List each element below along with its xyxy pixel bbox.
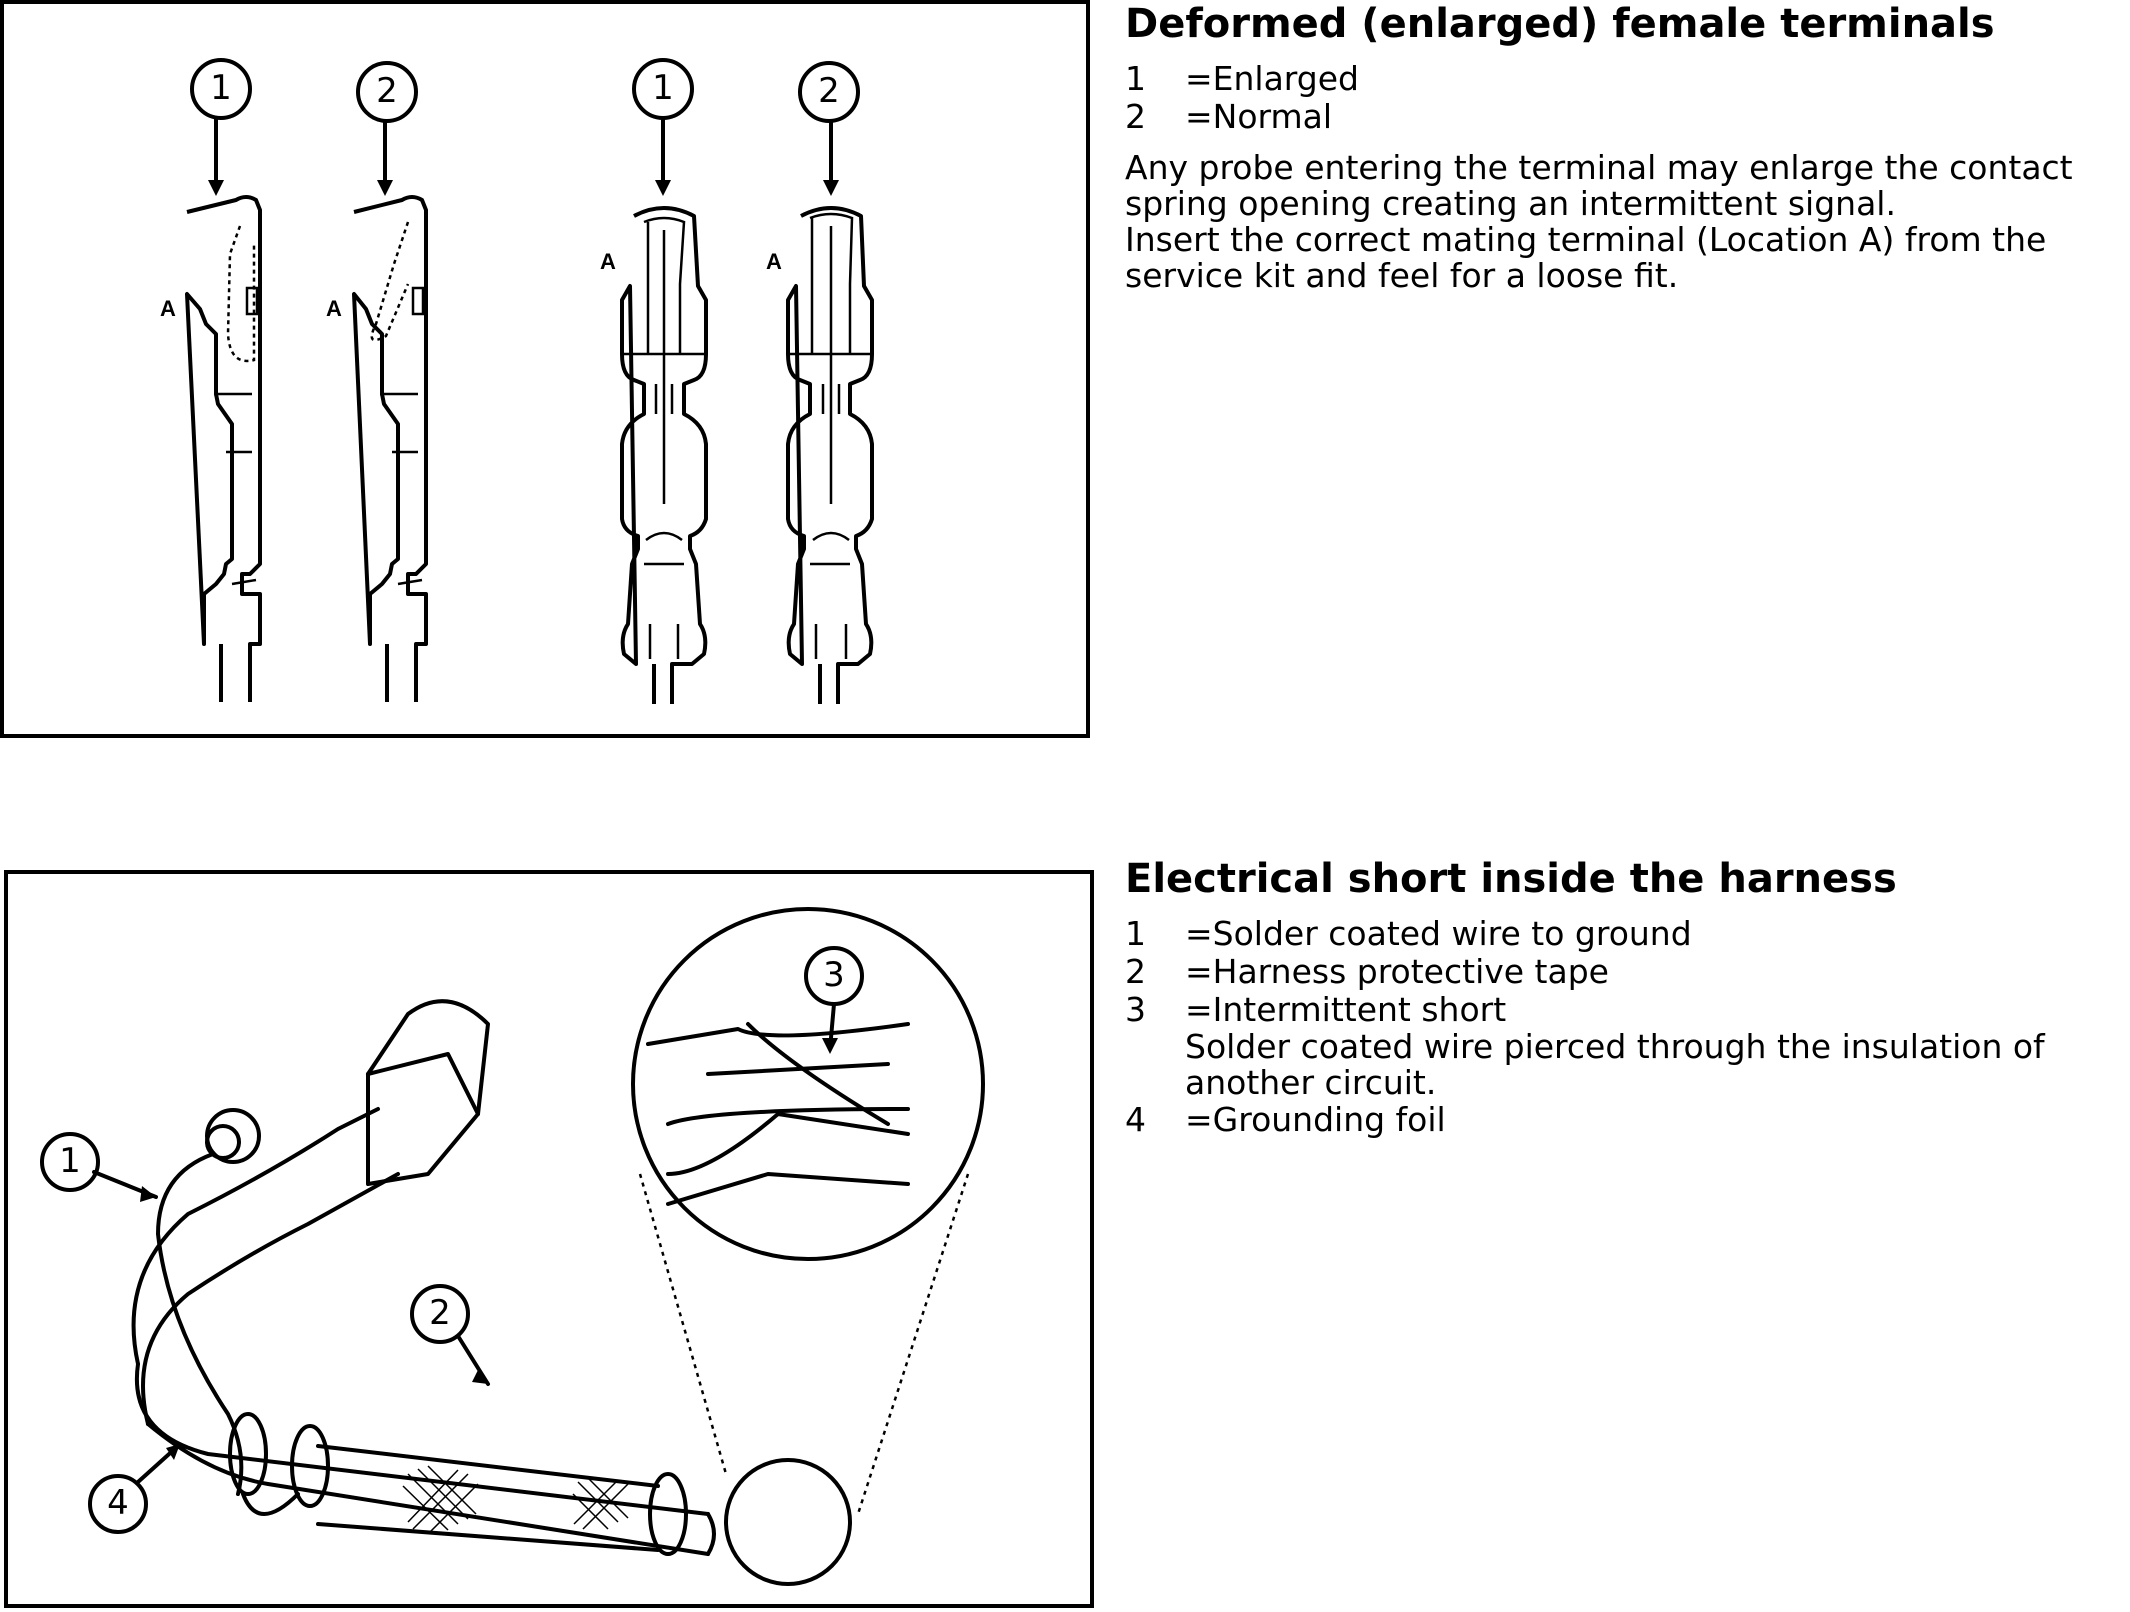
legend-number: 4 <box>1125 1100 1146 1139</box>
legend-number: 3 <box>1125 990 1146 1029</box>
terminals-figure-panel: 1 2 1 2 A A A A <box>0 0 1090 738</box>
harness-description: Electrical short inside the harness 1 =S… <box>1125 855 2125 1153</box>
callout-circle-4 <box>88 1474 148 1534</box>
callout-label-1a: 1 <box>210 68 232 108</box>
callout-label-2a: 2 <box>376 71 398 111</box>
callout-label-1b: 1 <box>652 68 674 108</box>
harness-legend: 1 =Solder coated wire to ground 2 =Harne… <box>1125 915 2125 1139</box>
terminals-paragraph-2: Insert the correct mating terminal (Loca… <box>1125 220 2047 295</box>
legend-label: =Harness protective tape <box>1185 952 1609 991</box>
legend-item: 1 =Solder coated wire to ground <box>1125 915 2125 953</box>
location-a-label-2: A <box>326 296 342 321</box>
callout-circle-1a <box>190 58 252 120</box>
callout-circle-2 <box>410 1284 470 1344</box>
flat-terminal-enlarged <box>185 195 262 702</box>
legend-sub-description: Solder coated wire pierced through the i… <box>1185 1027 2045 1102</box>
legend-item: 3 =Intermittent short <box>1125 991 2125 1029</box>
terminals-heading: Deformed (enlarged) female terminals <box>1125 1 1995 47</box>
legend-label: =Enlarged <box>1185 59 1359 98</box>
terminals-description: Deformed (enlarged) female terminals 1 =… <box>1125 0 2125 294</box>
callout-label-2b: 2 <box>818 71 840 111</box>
magnified-detail-circle <box>631 907 985 1261</box>
harness-illustration <box>40 907 985 1586</box>
callout-circle-1 <box>40 1132 100 1192</box>
location-a-label-3: A <box>600 249 616 274</box>
legend-item: 2 =Normal <box>1125 98 2125 136</box>
legend-label: =Intermittent short <box>1185 990 1507 1029</box>
legend-label: =Normal <box>1185 97 1333 136</box>
flat-terminal-normal <box>352 195 428 702</box>
terminals-paragraph-1: Any probe entering the terminal may enla… <box>1125 148 2073 223</box>
harness-bundle <box>131 1107 400 1426</box>
legend-item: 1 =Enlarged <box>1125 60 2125 98</box>
harness-figure-panel: 1 2 3 4 <box>4 870 1094 1608</box>
legend-number: 1 <box>1125 59 1146 98</box>
round-terminal-enlarged <box>620 206 708 704</box>
location-a-label-1: A <box>160 296 176 321</box>
harness-magnify-spot <box>724 1458 852 1586</box>
legend-label: =Solder coated wire to ground <box>1185 914 1692 953</box>
legend-number: 1 <box>1125 914 1146 953</box>
legend-item: 4 =Grounding foil <box>1125 1101 2125 1139</box>
harness-connector <box>366 1052 480 1186</box>
legend-item: 2 =Harness protective tape <box>1125 953 2125 991</box>
callout-label-3: 3 <box>823 955 845 995</box>
legend-number: 2 <box>1125 952 1146 991</box>
legend-label: =Grounding foil <box>1185 1100 1446 1139</box>
round-terminal-normal <box>786 206 874 704</box>
callout-label-2: 2 <box>429 1293 451 1333</box>
callout-label-1: 1 <box>59 1141 81 1181</box>
location-a-label-4: A <box>766 249 782 274</box>
callout-label-4: 4 <box>107 1483 129 1523</box>
terminals-illustration <box>185 58 874 704</box>
harness-heading: Electrical short inside the harness <box>1125 856 1897 902</box>
terminals-legend: 1 =Enlarged 2 =Normal <box>1125 60 2125 136</box>
legend-number: 2 <box>1125 97 1146 136</box>
